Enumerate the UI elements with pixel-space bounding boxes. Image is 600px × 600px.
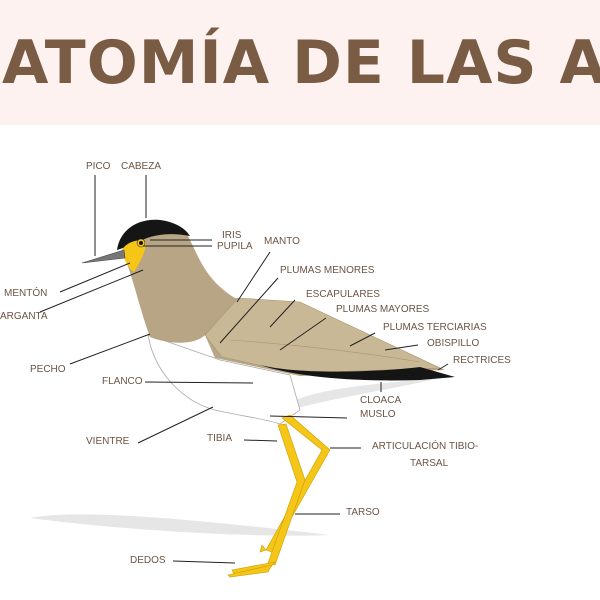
- label-pecho: PECHO: [30, 364, 66, 375]
- label-articulacion-line1: ARTICULACIÓN TIBIO-: [372, 441, 479, 452]
- body-shadow: [280, 378, 440, 412]
- label-tarso: TARSO: [346, 507, 380, 518]
- leader-lines: [39, 175, 449, 564]
- label-cabeza: CABEZA: [121, 161, 162, 172]
- label-vientre: VIENTRE: [86, 436, 130, 447]
- label-tibia: TIBIA: [207, 433, 233, 444]
- label-obispillo: OBISPILLO: [427, 338, 480, 349]
- legs: [227, 414, 331, 578]
- label-pupila: PUPILA: [217, 241, 253, 252]
- beak: [81, 249, 126, 264]
- label-escapulares: ESCAPULARES: [306, 289, 380, 300]
- label-iris: IRIS: [222, 230, 242, 241]
- tail: [260, 365, 455, 381]
- label-pico: PICO: [86, 161, 111, 172]
- label-garganta: ARGANTA: [0, 311, 48, 322]
- label-rectrices: RECTRICES: [453, 355, 511, 366]
- belly: [147, 334, 301, 425]
- ground-shadow: [30, 514, 330, 536]
- label-plumas-mayores: PLUMAS MAYORES: [336, 304, 430, 315]
- label-menton: MENTÓN: [4, 288, 48, 299]
- label-muslo: MUSLO: [360, 409, 396, 420]
- wing: [204, 297, 441, 374]
- title-banner: ATOMÍA DE LAS AV: [0, 0, 600, 125]
- label-articulacion-line2: TARSAL: [410, 458, 449, 469]
- label-plumas-terciarias: PLUMAS TERCIARIAS: [383, 322, 487, 333]
- eye-pupil: [139, 241, 143, 245]
- label-plumas-menores: PLUMAS MENORES: [280, 265, 375, 276]
- label-flanco: FLANCO: [102, 376, 143, 387]
- page-title: ATOMÍA DE LAS AV: [2, 28, 600, 98]
- label-dedos: DEDOS: [130, 555, 166, 566]
- label-cloaca: CLOACA: [360, 395, 402, 406]
- label-manto: MANTO: [264, 236, 300, 247]
